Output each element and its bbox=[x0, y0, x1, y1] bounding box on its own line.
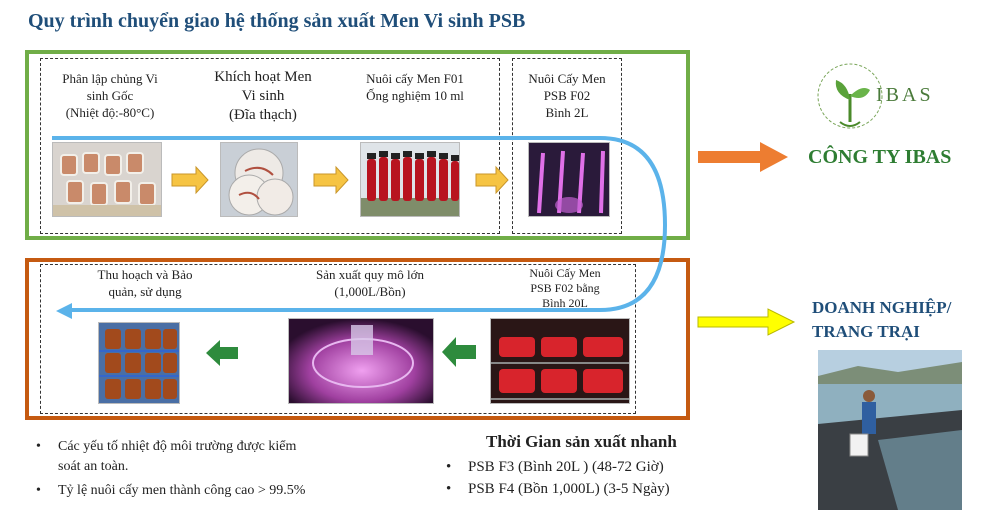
company-name: CÔNG TY IBAS bbox=[808, 146, 952, 168]
note-item: Tỷ lệ nuôi cấy men thành công cao > 99.5… bbox=[30, 481, 430, 501]
page-title: Quy trình chuyển giao hệ thống sản xuất … bbox=[28, 10, 526, 32]
lower-stage-frame bbox=[25, 258, 690, 420]
worker-figure bbox=[862, 402, 876, 434]
stage-group-lower bbox=[40, 264, 636, 414]
flow-line-arrowhead bbox=[56, 303, 72, 319]
large-tank-photo bbox=[288, 318, 434, 404]
timing-item: PSB F4 (Bồn 1,000L) (3-5 Ngày) bbox=[440, 478, 670, 500]
logo-text: IBAS bbox=[876, 84, 934, 106]
leaf-icon bbox=[835, 80, 850, 100]
farm-pond-photo bbox=[818, 350, 962, 510]
arrow-step6-to-step7 bbox=[206, 340, 238, 366]
bottles-20l-photo bbox=[490, 318, 630, 404]
upper-stage-frame bbox=[25, 50, 690, 240]
timing-item: PSB F3 (Bình 20L ) (48-72 Giờ) bbox=[440, 456, 670, 478]
customer-label: DOANH NGHIỆP/TRANG TRẠI bbox=[812, 298, 952, 341]
ibas-logo bbox=[817, 63, 883, 129]
stage-group-2l bbox=[512, 58, 622, 234]
arrow-to-customer bbox=[697, 308, 796, 336]
arrow-step2-to-step3 bbox=[313, 165, 349, 195]
step-large-scale-label: Sản xuất quy mô lớn(1,000L/Bồn) bbox=[316, 267, 424, 299]
arrow-to-company bbox=[698, 142, 788, 172]
stage-group-upper bbox=[40, 58, 500, 234]
bottles-2l-photo bbox=[528, 142, 610, 217]
arrow-step1-to-step2 bbox=[171, 165, 209, 195]
petri-dish-photo bbox=[220, 142, 298, 217]
arrow-step3-to-step4 bbox=[475, 165, 509, 195]
notes-list: Các yếu tố nhiệt độ môi trường được kiểm… bbox=[30, 437, 430, 501]
storage-containers-photo bbox=[98, 322, 180, 404]
vials-photo bbox=[52, 142, 162, 217]
timing-title: Thời Gian sản xuất nhanh bbox=[486, 432, 677, 451]
note-item: Các yếu tố nhiệt độ môi trường được kiểm… bbox=[30, 437, 430, 477]
flow-line bbox=[52, 136, 668, 312]
test-tubes-photo bbox=[360, 142, 460, 217]
arrow-step5-to-step6 bbox=[442, 337, 476, 367]
timing-list: PSB F3 (Bình 20L ) (48-72 Giờ) PSB F4 (B… bbox=[440, 456, 670, 500]
